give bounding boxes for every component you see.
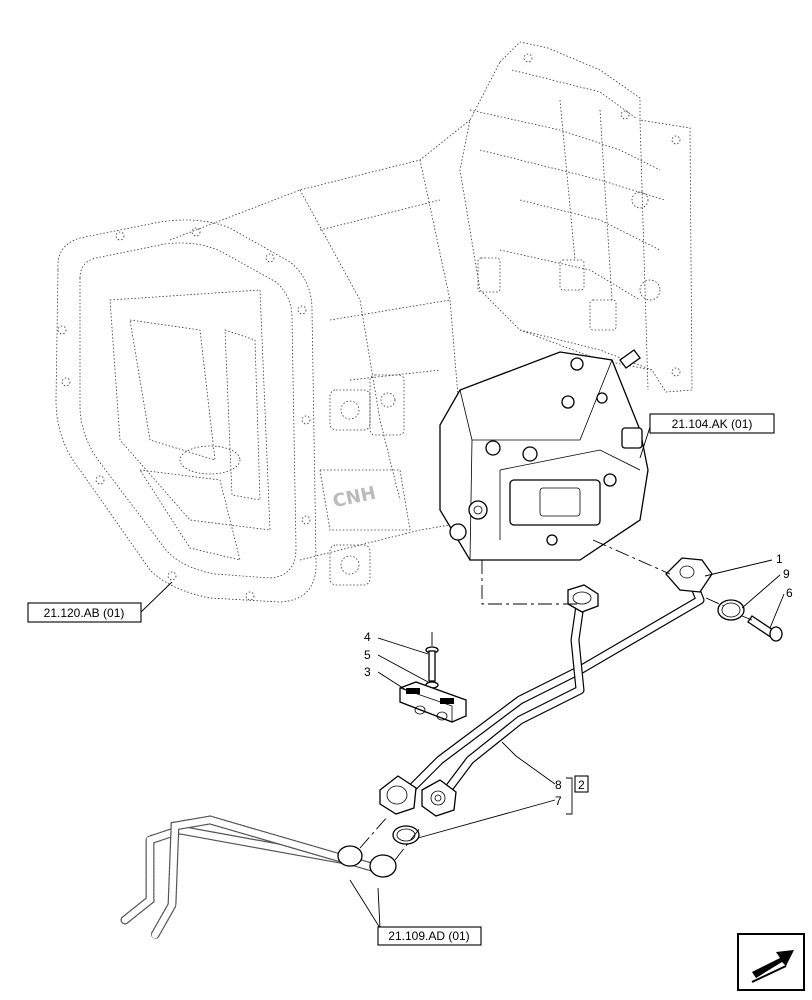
ref-label-housing-text: 21.120.AB (01): [44, 606, 125, 620]
reference-label-housing: 21.120.AB (01): [27, 602, 142, 623]
oil-pipes: [120, 565, 705, 940]
next-page-arrow-icon[interactable]: [737, 933, 805, 991]
pipe-clamp-3: [399, 681, 467, 723]
ref-label-valve-text: 21.104.AK (01): [672, 417, 753, 431]
reference-label-pipe: 21.109.AD (01): [377, 926, 482, 946]
callout-4: 4: [364, 630, 371, 644]
callout-8: 8: [555, 778, 562, 792]
pipe-nut-left: [379, 775, 417, 815]
callout-7: 7: [555, 794, 562, 808]
screw-6: [747, 615, 783, 642]
leader-lines: [139, 426, 785, 929]
transmission-housing: CNH: [55, 41, 693, 603]
ref-label-pipe-text: 21.109.AD (01): [388, 929, 469, 943]
bolt-4: [425, 646, 439, 682]
lower-pipe-fittings: [337, 845, 397, 878]
callout-3: 3: [364, 665, 371, 679]
reference-label-valve: 21.104.AK (01): [649, 413, 775, 434]
callout-6: 6: [786, 586, 793, 600]
casting-mark: CNH: [331, 483, 378, 513]
callout-2: 2: [578, 778, 585, 792]
pipe-nut-upper: [567, 584, 599, 613]
callout-9: 9: [783, 567, 790, 581]
control-valve-assembly: [439, 349, 649, 561]
callout-5: 5: [364, 648, 371, 662]
flange-fitting-1: [665, 557, 713, 593]
callout-1: 1: [776, 552, 783, 566]
center-lines: [359, 539, 753, 861]
adapter-fitting-7: [421, 779, 457, 817]
